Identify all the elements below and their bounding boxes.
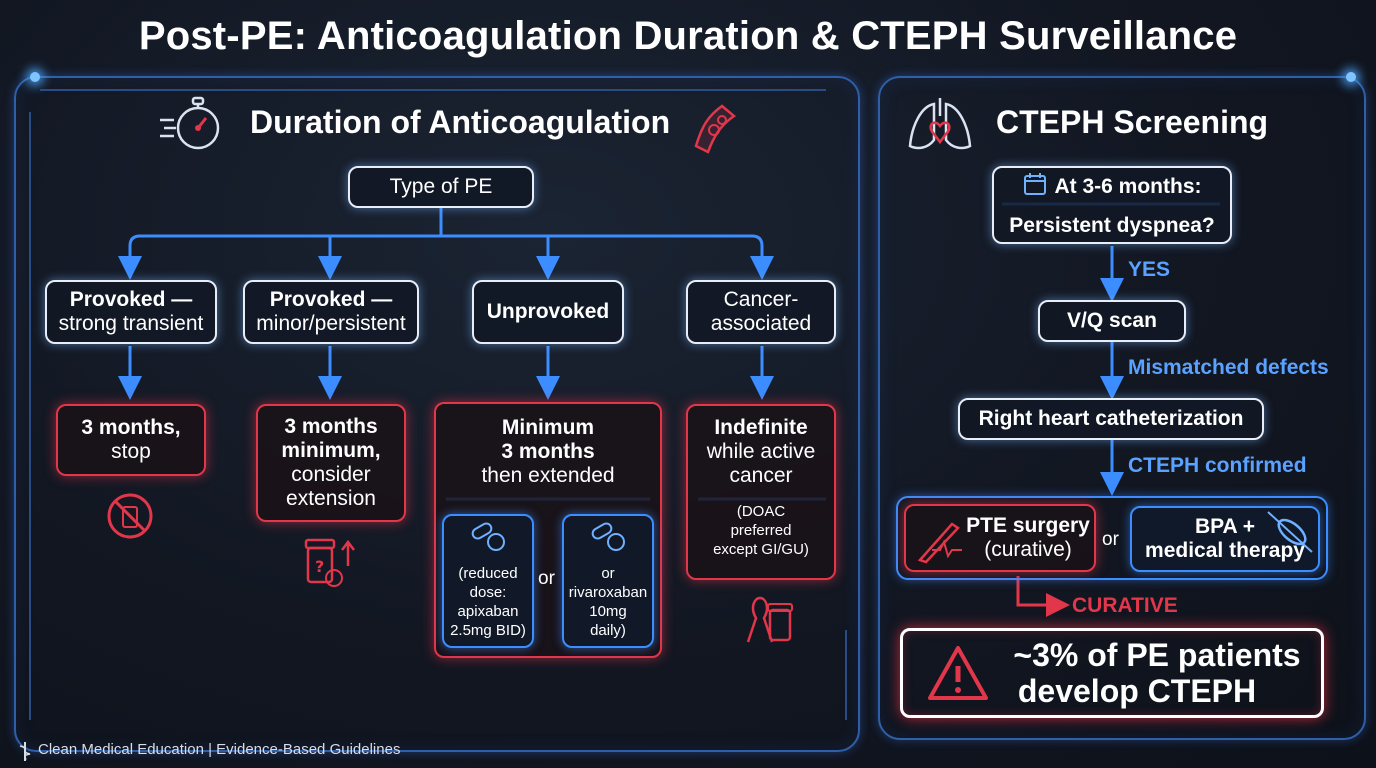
note-text: except GI/GU) — [713, 541, 809, 558]
treatment-label: PTE surgery — [966, 514, 1090, 537]
cteph-panel — [878, 76, 1366, 740]
warning-icon — [926, 644, 990, 702]
type-label: Provoked — — [69, 288, 193, 311]
outcome-sublabel: stop — [111, 440, 151, 463]
note-text: (DOAC — [736, 503, 786, 520]
pills-icon — [470, 522, 506, 552]
pills-icon — [590, 522, 626, 552]
type-label: Provoked — — [269, 288, 393, 311]
option-text: 2.5mg BID) — [450, 622, 526, 639]
option-text: dose: — [469, 584, 507, 601]
outcome-sublabel: while active — [706, 440, 816, 463]
lungs-heart-icon — [904, 96, 976, 158]
outcome-label: 3 months — [284, 415, 378, 438]
option-reduced-apixaban: (reduced dose: apixaban 2.5mg BID) — [442, 514, 534, 648]
type-of-pe-label: Type of PE — [389, 175, 493, 198]
caduceus-icon — [14, 740, 36, 762]
type-label: Cancer- — [723, 288, 799, 311]
warning-box: ~3% of PE patients develop CTEPH — [900, 628, 1324, 718]
screening-step-box: At 3-6 months: Persistent dyspnea? — [992, 166, 1232, 244]
outcome-sublabel: then extended — [481, 464, 615, 487]
type-cancer: Cancer- associated — [686, 280, 836, 344]
vq-scan-box: V/Q scan — [1038, 300, 1186, 342]
pill-bottle-question-icon: ? — [304, 536, 360, 590]
bpa-box: BPA + medical therapy — [1130, 506, 1320, 572]
screening-time-label: At 3-6 months: — [1054, 175, 1202, 198]
option-text: apixaban — [457, 603, 519, 620]
outcome-cancer-indefinite: Indefinite while active cancer (DOAC pre… — [686, 404, 836, 580]
anticoagulation-heading: Duration of Anticoagulation — [250, 104, 671, 140]
no-pill-icon — [106, 492, 154, 540]
blood-vessel-icon — [688, 96, 744, 154]
outcome-sublabel: consider — [291, 463, 371, 486]
arrow-label-yes: YES — [1128, 258, 1171, 281]
option-text: or — [601, 565, 615, 582]
curative-label: CURATIVE — [1072, 594, 1178, 617]
option-rivaroxaban: or rivaroxaban 10mg daily) — [562, 514, 654, 648]
arrow-label-mismatched: Mismatched defects — [1128, 356, 1329, 379]
scalpel-heart-icon — [912, 510, 968, 566]
outcome-sublabel: cancer — [729, 464, 793, 487]
warning-text: ~3% of PE patients — [1013, 637, 1301, 673]
glow-dot — [30, 72, 40, 82]
type-sublabel: strong transient — [58, 312, 204, 335]
type-of-pe-box: Type of PE — [348, 166, 534, 208]
warning-text: develop CTEPH — [1017, 673, 1257, 709]
treatment-options-group — [896, 496, 1328, 580]
outcome-label: Minimum — [501, 416, 595, 439]
type-label: Unprovoked — [486, 300, 610, 323]
treatment-label: BPA + — [1194, 515, 1256, 538]
treatment-label: medical therapy — [1145, 539, 1305, 562]
option-text: (reduced — [458, 565, 518, 582]
outcome-label: Indefinite — [714, 416, 808, 439]
svg-text:?: ? — [315, 557, 324, 576]
screening-question: Persistent dyspnea? — [1009, 214, 1215, 237]
outcome-label: 3 months, — [81, 416, 181, 439]
treatment-sublabel: (curative) — [984, 538, 1072, 561]
type-provoked-minor: Provoked — minor/persistent — [243, 280, 419, 344]
screening-step-header: At 3-6 months: — [1023, 172, 1202, 202]
option-text: rivaroxaban — [568, 584, 648, 601]
pte-surgery-box: PTE surgery (curative) — [904, 504, 1096, 572]
glow-dot — [1346, 72, 1356, 82]
outcome-label: 3 months — [501, 440, 595, 463]
option-text: 10mg — [589, 603, 627, 620]
rhc-label: Right heart catheterization — [978, 407, 1244, 430]
outcome-sublabel: extension — [286, 487, 376, 510]
option-text: daily) — [590, 622, 626, 639]
outcome-3-months-stop: 3 months, stop — [56, 404, 206, 476]
type-sublabel: associated — [710, 312, 812, 335]
type-sublabel: minor/persistent — [256, 312, 406, 335]
anticoagulation-panel — [14, 76, 860, 752]
treatment-or-label: or — [1102, 529, 1119, 550]
vq-scan-label: V/Q scan — [1067, 309, 1157, 332]
cteph-heading: CTEPH Screening — [996, 104, 1269, 140]
type-unprovoked: Unprovoked — [472, 280, 624, 344]
type-provoked-strong: Provoked — strong transient — [45, 280, 217, 344]
outcome-3-months-minimum: 3 months minimum, consider extension — [256, 404, 406, 522]
page-title: Post-PE: Anticoagulation Duration & CTEP… — [138, 14, 1238, 58]
footer-text: Clean Medical Education | Evidence-Based… — [38, 741, 401, 758]
arrow-label-confirmed: CTEPH confirmed — [1128, 454, 1307, 477]
cancer-ribbon-icon — [734, 594, 794, 646]
note-text: preferred — [730, 522, 792, 539]
balloon-catheter-icon — [1264, 508, 1316, 560]
rhc-box: Right heart catheterization — [958, 398, 1264, 440]
calendar-icon — [1023, 172, 1047, 202]
outcome-label: minimum, — [281, 439, 381, 462]
stopwatch-icon — [158, 94, 224, 156]
or-label: or — [538, 568, 555, 589]
